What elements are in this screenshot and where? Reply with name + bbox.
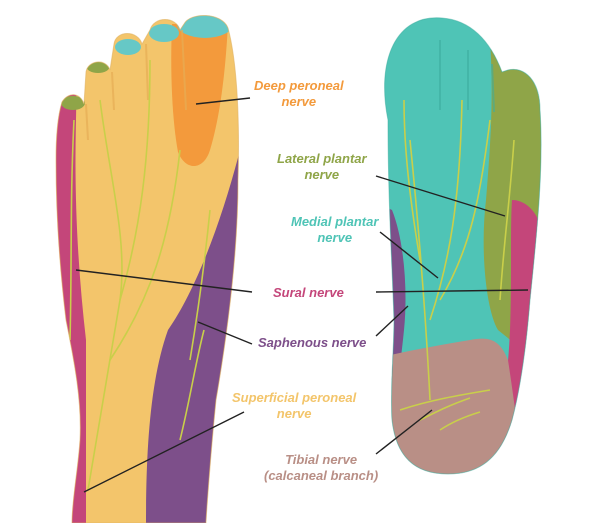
label-line: (calcaneal branch): [264, 468, 379, 483]
right-foot-outline: [384, 17, 542, 475]
leader-saphenous-right: [375, 305, 409, 337]
left-nerve-lines: [69, 59, 211, 491]
left-foot-regions: [56, 15, 239, 523]
label-lateral-plantar: Lateral plantar nerve: [277, 151, 367, 183]
leader-medial-plantar: [379, 231, 439, 279]
toe-tip-2: [149, 24, 179, 42]
label-line: Medial plantar: [291, 214, 379, 229]
left-foot-outline: [55, 15, 240, 523]
label-medial-plantar: Medial plantar nerve: [291, 214, 378, 246]
label-saphenous: Saphenous nerve: [258, 335, 366, 351]
toe-tip-big: [177, 15, 233, 38]
label-line: Deep peroneal: [254, 78, 344, 93]
leader-lateral-plantar: [375, 175, 506, 217]
leader-sural-right: [375, 289, 529, 293]
label-line: Lateral plantar: [277, 151, 367, 166]
label-tibial: Tibial nerve (calcaneal branch): [264, 452, 378, 484]
label-line: Superficial peroneal: [232, 390, 357, 405]
label-line: Tibial nerve: [285, 452, 358, 467]
leader-tibial: [375, 409, 433, 455]
leader-sural-left: [75, 269, 253, 293]
label-deep-peroneal: Deep peroneal nerve: [254, 78, 344, 110]
label-sural: Sural nerve: [273, 285, 344, 301]
leader-deep-peroneal: [195, 97, 251, 105]
toe-tip-5: [61, 96, 85, 110]
leader-superficial-peroneal: [83, 411, 245, 493]
leader-saphenous-left: [197, 321, 253, 345]
deep-peroneal-region: [171, 24, 228, 167]
label-line: Sural nerve: [273, 285, 344, 300]
label-line: nerve: [304, 167, 340, 182]
label-superficial-peroneal: Superficial peroneal nerve: [232, 390, 356, 422]
label-line: nerve: [276, 406, 312, 421]
label-line: Saphenous nerve: [258, 335, 367, 350]
label-line: nerve: [317, 230, 353, 245]
right-nerve-lines: [399, 99, 515, 431]
label-line: nerve: [281, 94, 317, 109]
tibial-region: [384, 338, 520, 475]
leader-lines: [75, 97, 529, 493]
toe-tip-3: [115, 39, 141, 55]
